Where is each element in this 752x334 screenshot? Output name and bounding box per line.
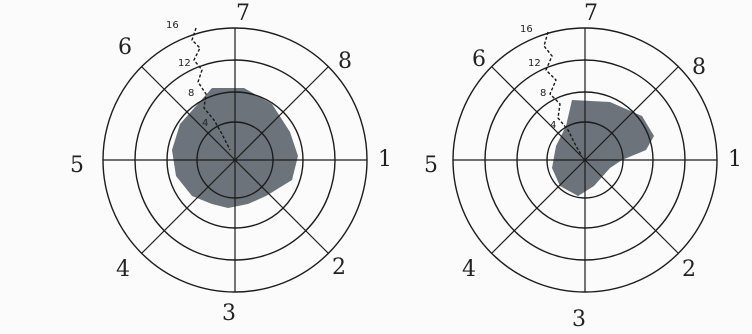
right-sector-label-7: 7	[584, 1, 598, 26]
right-sector-label-5: 5	[424, 153, 438, 178]
right-ring-label-4: 4	[550, 120, 556, 131]
right-spoke-4	[585, 160, 678, 253]
right-spoke-6	[492, 160, 585, 253]
left-sector-label-4: 4	[116, 257, 130, 282]
left-ring-label-4: 4	[202, 118, 208, 129]
left-sector-label-2: 2	[332, 255, 346, 280]
right-damage-region	[552, 100, 654, 196]
right-ring-label-8: 8	[540, 88, 546, 99]
left-sector-label-1: 1	[378, 147, 392, 172]
left-ring-label-8: 8	[188, 88, 194, 99]
left-sector-label-3: 3	[222, 301, 236, 326]
right-sector-label-4: 4	[462, 257, 476, 282]
right-sector-label-6: 6	[472, 47, 486, 72]
right-ring-label-12: 12	[528, 58, 541, 69]
left-ring-label-16: 16	[166, 20, 179, 31]
left-sector-label-6: 6	[118, 35, 132, 60]
right-sector-label-8: 8	[692, 55, 706, 80]
left-sector-label-7: 7	[236, 1, 250, 26]
right-ring-label-16: 16	[520, 24, 533, 35]
left-sector-label-8: 8	[338, 49, 352, 74]
right-sector-label-2: 2	[682, 257, 696, 282]
left-sector-label-5: 5	[70, 153, 84, 178]
right-sector-label-3: 3	[572, 307, 586, 332]
right-polar-diagram: 16 12 8 4 7 8 1 2 3 4 5 6	[424, 1, 742, 332]
right-sector-label-1: 1	[728, 147, 742, 172]
left-ring-label-12: 12	[178, 58, 191, 69]
left-polar-diagram: 16 12 8 4 7 8 1 2 3 4 5 6	[70, 1, 392, 326]
